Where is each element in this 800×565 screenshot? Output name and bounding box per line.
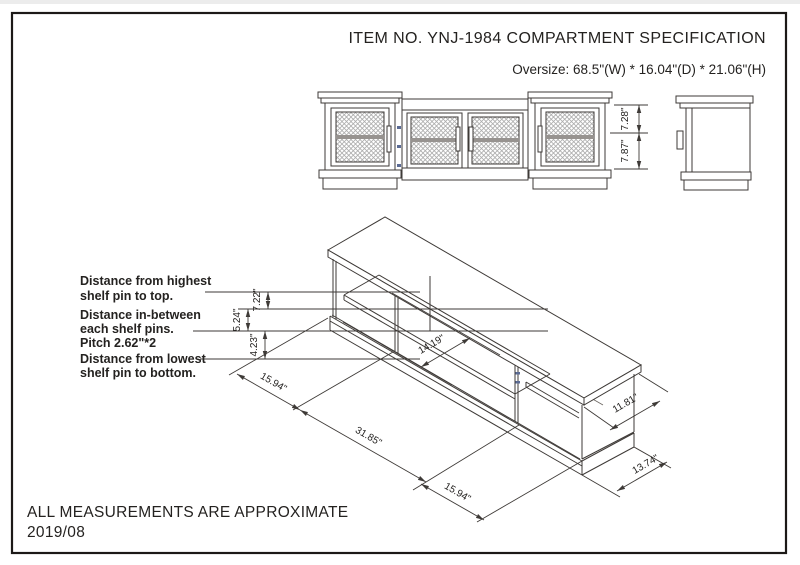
footer-date: 2019/08 xyxy=(27,524,85,541)
door-handle xyxy=(386,125,392,153)
front-view: 7.28" 7.87" xyxy=(317,91,648,190)
svg-text:Distance from highest: Distance from highest xyxy=(80,274,212,288)
shelf-line xyxy=(336,135,384,139)
page-title: ITEM NO. YNJ-1984 COMPARTMENT SPECIFICAT… xyxy=(348,30,766,47)
body-bottom-edge xyxy=(331,314,581,460)
footer-approximate-note: ALL MEASUREMENTS ARE APPROXIMATE xyxy=(27,504,348,521)
svg-text:Distance from lowest: Distance from lowest xyxy=(80,352,207,366)
label-highest-pin: Distance from highest shelf pin to top. xyxy=(80,274,212,303)
dim-pin-to-bottom: 4.23" xyxy=(249,333,260,356)
door-handle xyxy=(537,125,543,153)
dim-front-lower: 7.87" xyxy=(620,139,631,162)
svg-text:each shelf pins.: each shelf pins. xyxy=(80,322,174,336)
footer-notes: ALL MEASUREMENTS ARE APPROXIMATE 2019/08 xyxy=(27,504,348,541)
dim-front-upper: 7.28" xyxy=(620,107,631,130)
label-between-pins: Distance in-between each shelf pins. Pit… xyxy=(80,308,201,350)
svg-text:Pitch 2.62"*2: Pitch 2.62"*2 xyxy=(80,336,156,350)
partition-right xyxy=(514,365,519,423)
shelf-line xyxy=(411,138,458,142)
top-board xyxy=(327,216,642,406)
svg-text:shelf pin to top.: shelf pin to top. xyxy=(80,289,173,303)
partition-left xyxy=(394,276,431,353)
front-right-cabinet xyxy=(527,91,613,190)
side-view xyxy=(675,95,754,191)
shelf-pin-marks xyxy=(397,126,401,167)
oversize-spec: Oversize: 68.5"(W) * 16.04"(D) * 21.06"(… xyxy=(512,62,766,77)
dim-pin-to-top: 7.22" xyxy=(252,288,263,311)
label-lowest-pin: Distance from lowest shelf pin to bottom… xyxy=(80,352,207,380)
front-center-section xyxy=(397,98,529,181)
shelf-line xyxy=(546,135,594,139)
top-edge-strip xyxy=(0,0,800,4)
door-handle xyxy=(468,126,474,152)
iso-shelf-pin-marks xyxy=(515,372,520,384)
annotation-labels: Distance from highest shelf pin to top. … xyxy=(80,274,212,380)
right-cabinet-shelf xyxy=(525,381,580,419)
front-height-dimensions: 7.28" 7.87" xyxy=(610,104,648,170)
front-left-cabinet xyxy=(317,91,403,190)
door-handle xyxy=(676,130,684,150)
svg-text:shelf pin to bottom.: shelf pin to bottom. xyxy=(80,366,196,380)
door-handle xyxy=(455,126,461,152)
svg-text:Distance in-between: Distance in-between xyxy=(80,308,201,322)
plinth-base xyxy=(329,315,635,476)
shelf-line xyxy=(472,138,519,142)
dim-pin-pitch: 5.24" xyxy=(232,308,243,331)
shelf-pin-dimensions: 7.22" 5.24" 4.23" xyxy=(193,288,548,360)
